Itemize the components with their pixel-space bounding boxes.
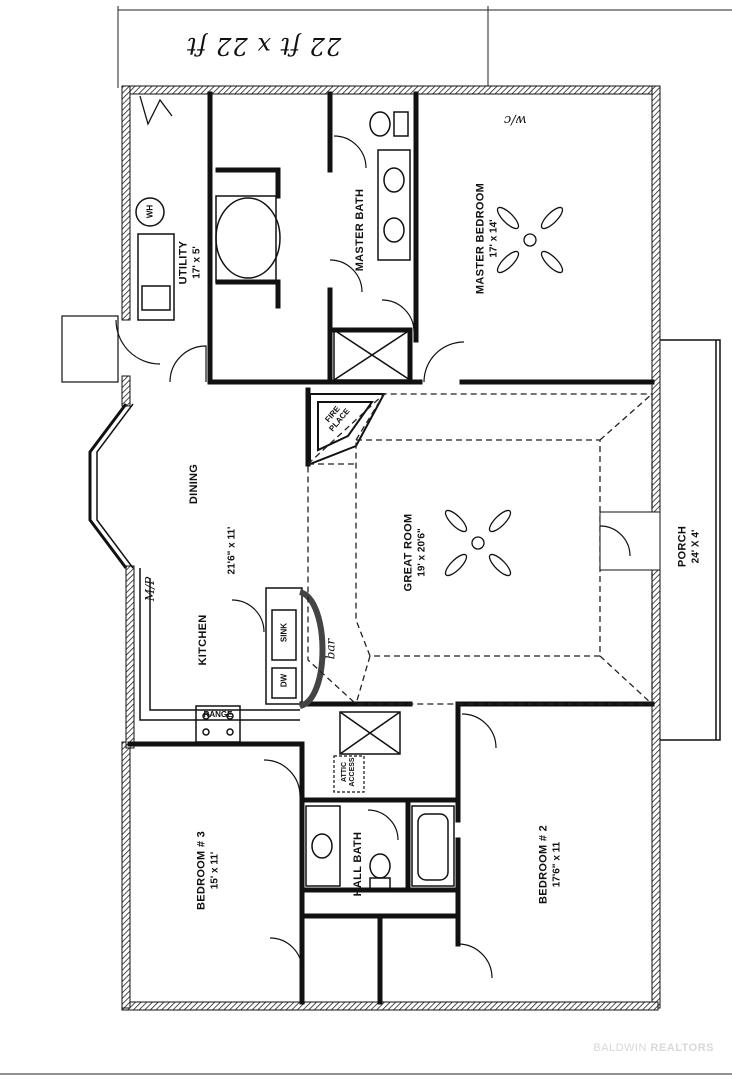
handwritten-kitchen-note: M/P (143, 576, 158, 602)
room-label-kitchen-dims: 21'6" x 11' (226, 526, 238, 575)
sink-label: SINK (279, 622, 289, 643)
hall-bath-fixtures (305, 711, 455, 891)
watermark-brand: BALDWIN (593, 1042, 647, 1054)
handwritten-bar-note: bar (323, 638, 338, 660)
ceiling-fan-great-room (444, 509, 512, 577)
room-label-hall-bath: HALL BATH (352, 831, 364, 897)
kitchen-counter (139, 568, 326, 743)
utility-fixtures (135, 197, 175, 321)
door-swings (115, 135, 631, 979)
room-label-kitchen: KITCHEN (197, 614, 209, 666)
handwritten-corner-note: w/c (504, 112, 527, 127)
dishwasher-label: DW (279, 673, 289, 688)
page-border (0, 6, 732, 1075)
vaulted-ceiling (307, 393, 653, 705)
water-heater-label: WH (145, 204, 155, 219)
porch (599, 339, 721, 741)
range-label: RANGE (203, 710, 233, 719)
ceiling-fan-master (496, 206, 564, 274)
master-bath-fixtures (215, 111, 411, 381)
utility-stoop (61, 315, 119, 383)
handwriting-marks (139, 95, 173, 126)
handwritten-dimensions: 22 ft x 22 ft (186, 32, 342, 60)
watermark: BALDWIN REALTORS (593, 1042, 714, 1054)
room-label-dining: DINING (188, 463, 200, 505)
room-label-master-bath: MASTER BATH (354, 188, 366, 272)
watermark-suffix: REALTORS (650, 1042, 714, 1054)
bay-window (88, 403, 134, 569)
attic-access (333, 755, 365, 793)
